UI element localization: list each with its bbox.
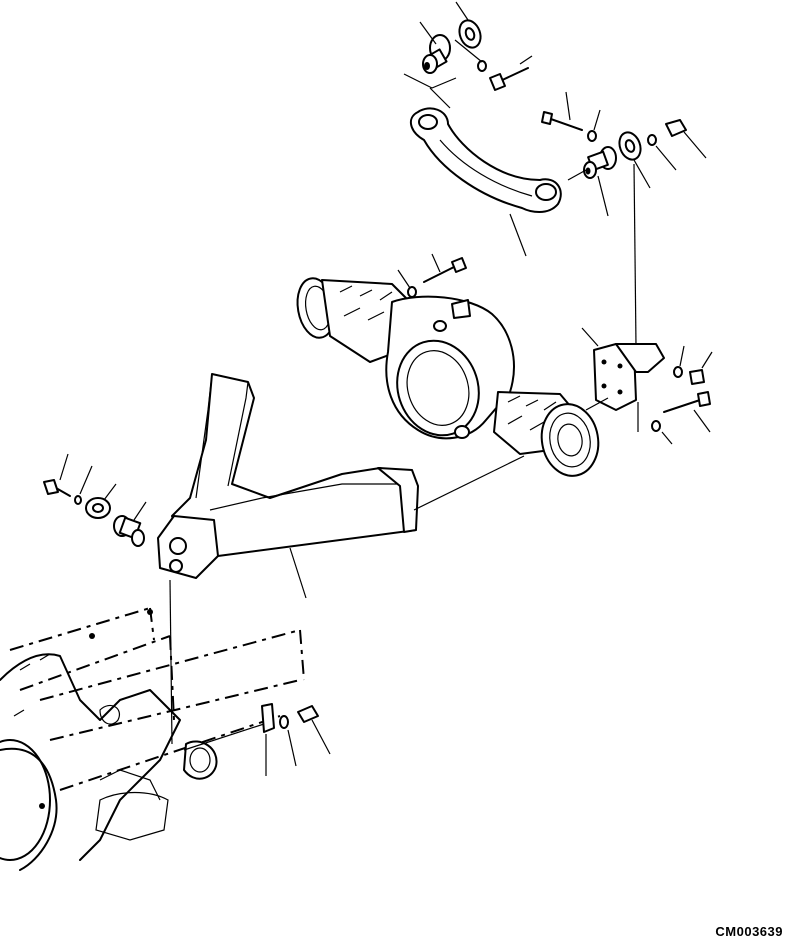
washer-housing	[407, 286, 417, 298]
bushing-upper-right	[583, 146, 617, 179]
upper-right-mount-group	[541, 91, 707, 347]
washer-inner-top	[464, 27, 476, 41]
a-frame-arm	[157, 373, 525, 599]
nut-upper-right	[665, 119, 687, 137]
bolt-housing	[423, 265, 457, 283]
lock-washer-far-right	[647, 134, 657, 146]
bolt-upper-right	[547, 117, 583, 131]
right-support-bracket	[581, 327, 713, 445]
link-eye-right	[535, 183, 557, 201]
bolt-left	[55, 487, 71, 497]
a-frame-eye-lower	[169, 559, 183, 573]
bushing-left	[113, 515, 145, 547]
lock-washer-top	[477, 60, 487, 72]
bracket-lower	[261, 703, 275, 733]
upper-link-arm	[409, 107, 562, 257]
upper-left-mount-group	[403, 1, 533, 109]
chassis-wheel	[0, 739, 51, 861]
washer-lower	[279, 715, 289, 729]
lock-washer-left	[74, 495, 82, 505]
drawing-code: CM003639	[715, 924, 783, 939]
lock-washer-upper-right	[587, 130, 597, 142]
lower-mount-group	[261, 703, 331, 776]
link-eye-left	[418, 114, 438, 130]
left-mount-group	[43, 453, 147, 547]
axle-housing	[296, 253, 600, 477]
bolt-bracket	[663, 399, 701, 413]
bushing-top-left	[422, 34, 451, 74]
bolt-top	[489, 67, 529, 91]
a-frame-eye-upper	[169, 537, 187, 555]
nut-lower	[297, 705, 319, 723]
chassis-frame	[0, 579, 305, 871]
